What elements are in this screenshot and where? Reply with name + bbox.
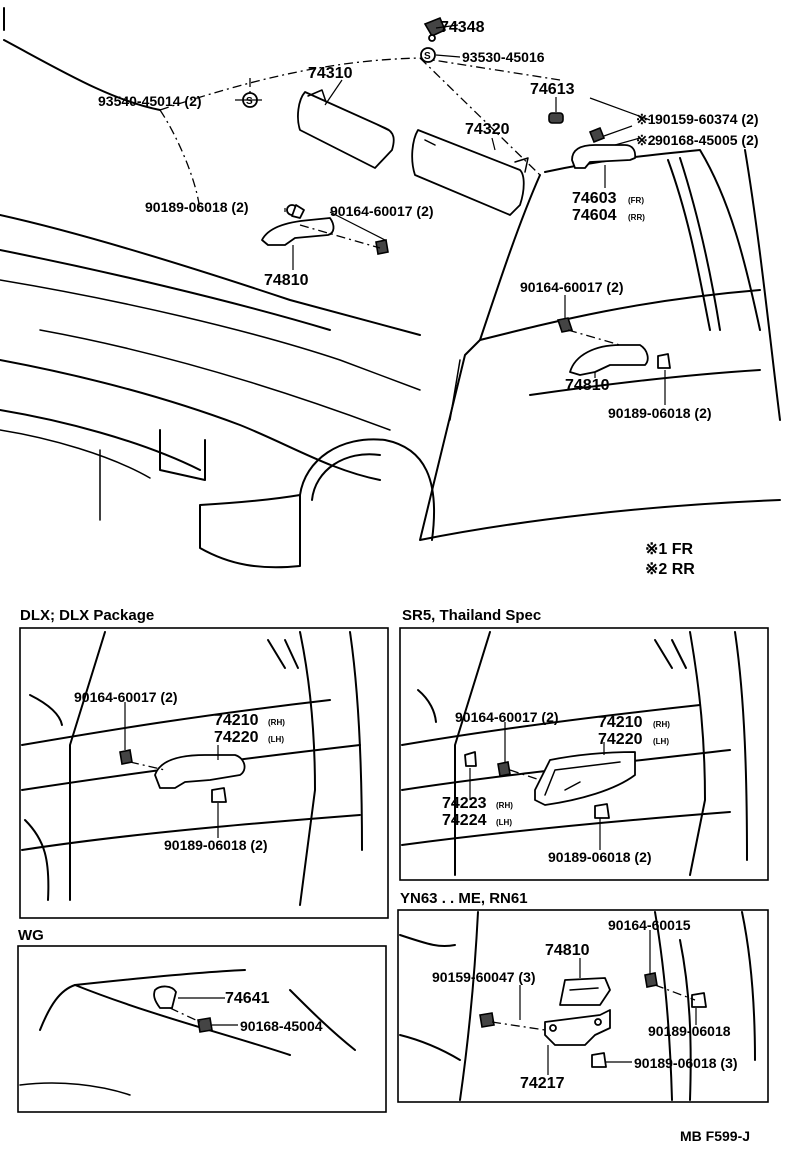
section-box-wg — [17, 945, 387, 1113]
dlx-sub-rh: (RH) — [268, 718, 285, 727]
yn-label-90189-06018-b: 90189-06018 (3) — [634, 1055, 738, 1071]
yn-label-74217: 74217 — [520, 1075, 565, 1092]
wg-label-74641: 74641 — [225, 990, 270, 1007]
part-label-74810-b: 74810 — [565, 377, 610, 394]
dlx-leader-lines — [124, 702, 219, 838]
sr5-label-90164-60017: 90164-60017 (2) — [455, 709, 559, 725]
dlx-sub-lh: (LH) — [268, 735, 284, 744]
svg-text:S: S — [246, 96, 253, 107]
sr5-label-90189-06018: 90189-06018 (2) — [548, 849, 652, 865]
assist-grip-74810-upper — [261, 204, 389, 255]
sr5-sub-lh: (LH) — [653, 737, 669, 746]
section-heading-sr5: SR5, Thailand Spec — [402, 607, 541, 624]
sub-label-rr: (RR) — [628, 213, 645, 222]
dlx-assist-grip — [119, 749, 246, 803]
svg-text:S: S — [424, 51, 431, 62]
sun-visor-74310 — [297, 89, 395, 169]
part-label-90164-60017-b: 90164-60017 (2) — [520, 279, 624, 295]
part-label-74310: 74310 — [308, 65, 353, 82]
sr5-label-74210: 74210 — [598, 714, 643, 731]
assist-grip-74603 — [571, 144, 637, 169]
yn-label-90159-60047: 90159-60047 (3) — [432, 969, 536, 985]
part-label-90164-60017-a: 90164-60017 (2) — [330, 203, 434, 219]
wg-roof-outline — [19, 969, 356, 1096]
section-box-sr5 — [399, 627, 769, 881]
sr5-label-74224: 74224 — [442, 812, 487, 829]
drawing-code: MB F599-J — [680, 1128, 750, 1144]
mark-1: ※1 — [636, 111, 656, 127]
sun-visor-74320 — [411, 129, 529, 216]
part-label-93540-45014: 93540-45014 (2) — [98, 93, 202, 109]
sr5-door-outline — [401, 631, 748, 876]
wg-label-90168-45004: 90168-45004 — [240, 1018, 323, 1034]
yn-bracket-74217 — [479, 972, 707, 1068]
cab-body-outline — [0, 7, 781, 569]
part-label-90159-60374: 90159-60374 (2) — [655, 111, 759, 127]
part-label-74604: 74604 — [572, 207, 617, 224]
part-label-74810-a: 74810 — [264, 272, 309, 289]
yn-label-74810: 74810 — [545, 942, 590, 959]
sr5-assist-grip — [464, 751, 636, 819]
yn-label-90164-60015: 90164-60015 — [608, 917, 691, 933]
dlx-label-74220: 74220 — [214, 729, 259, 746]
part-label-90189-06018-a: 90189-06018 (2) — [145, 199, 249, 215]
yn-lamp-74810 — [559, 977, 611, 1006]
sr5-sub-lh-2: (LH) — [496, 818, 512, 827]
part-label-90168-45005: 90168-45005 (2) — [655, 132, 759, 148]
sr5-label-74220: 74220 — [598, 731, 643, 748]
sr5-sub-rh: (RH) — [653, 720, 670, 729]
sub-label-fr: (FR) — [628, 196, 644, 205]
section-heading-yn63: YN63 . . ME, RN61 — [400, 890, 528, 907]
wg-leader-lines — [169, 997, 238, 1026]
screw-icon — [588, 126, 606, 144]
lamp-74613 — [548, 112, 564, 124]
part-label-74320: 74320 — [465, 121, 510, 138]
part-label-74603: 74603 — [572, 190, 617, 207]
section-heading-wg: WG — [18, 927, 44, 944]
part-label-90189-06018-b: 90189-06018 (2) — [608, 405, 712, 421]
leader-lines — [235, 24, 666, 405]
legend-fr: ※1 FR — [645, 541, 694, 558]
wg-lamp-74641 — [153, 985, 213, 1033]
dlx-label-74210: 74210 — [214, 712, 259, 729]
assist-grip-74810-side — [556, 317, 671, 376]
mark-2: ※2 — [636, 132, 656, 148]
dlx-label-90189-06018: 90189-06018 (2) — [164, 837, 268, 853]
section-box-yn63 — [397, 909, 769, 1103]
screw-s-icon: S — [420, 47, 436, 63]
sr5-leader-lines — [469, 722, 605, 850]
part-label-74613: 74613 — [530, 81, 575, 98]
legend-rr: ※2 RR — [645, 561, 695, 578]
part-label-74348: 74348 — [440, 19, 485, 36]
yn-body-outline — [399, 911, 756, 1101]
visor-clip-74348 — [423, 16, 447, 42]
part-label-93530-45016: 93530-45016 — [462, 49, 545, 65]
yn-leader-lines — [491, 930, 697, 1075]
sr5-sub-rh-2: (RH) — [496, 801, 513, 810]
dlx-label-90164-60017: 90164-60017 (2) — [74, 689, 178, 705]
yn-label-90189-06018-a: 90189-06018 — [648, 1023, 731, 1039]
section-box-dlx — [19, 627, 389, 919]
section-heading-dlx: DLX; DLX Package — [20, 607, 154, 624]
sr5-label-74223: 74223 — [442, 795, 487, 812]
